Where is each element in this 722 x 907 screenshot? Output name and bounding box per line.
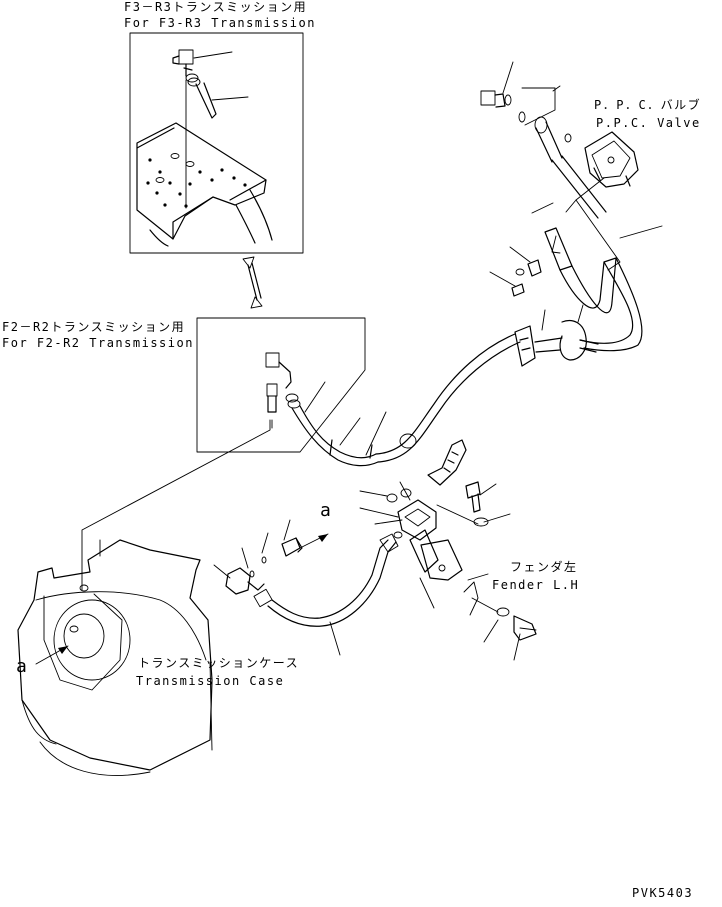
transmission-case-label-jp: トランスミッションケース [138, 656, 300, 670]
bolt-and-washer [436, 481, 511, 527]
clamp-assembly [514, 304, 599, 367]
inset-f3r3-elbow-fitting [172, 49, 249, 209]
fender-bracket [463, 573, 537, 661]
fender-label-jp: フェンダ左 [510, 560, 578, 574]
inset-f3r3-title-jp: F3－R3トランスミッション用 [124, 0, 308, 14]
view-mark-a-lower: a [16, 656, 29, 677]
side-fittings [489, 246, 542, 297]
connector-fitting [427, 439, 467, 486]
inset-f3r3-title-en: For F3-R3 Transmission [124, 16, 316, 30]
lower-small-parts [241, 519, 303, 578]
inset-f3r3-box [129, 32, 304, 254]
ppc-valve-label-en: P.P.C. Valve [596, 116, 701, 130]
leader-lines [81, 419, 271, 591]
inset-f2r2-hose [265, 352, 387, 467]
ppc-valve-label-jp: P．P．C．バルブ [594, 98, 702, 112]
inset-f3r3-valve-block [136, 122, 273, 247]
double-arrow [242, 256, 263, 309]
inset-f2r2-title-jp: F2－R2トランスミッション用 [2, 320, 186, 334]
view-arrow-a-upper [299, 533, 329, 549]
view-mark-a-upper: a [320, 500, 333, 521]
ppc-hose-pair [531, 155, 663, 352]
main-hose-upper [375, 333, 521, 463]
ppc-valve [584, 131, 639, 188]
inset-f2r2-title-en: For F2-R2 Transmission [2, 336, 194, 350]
ppc-fitting-cluster [480, 61, 572, 163]
transmission-case-label-en: Transmission Case [136, 674, 285, 688]
adapter-block [359, 481, 463, 609]
lower-hose [267, 533, 399, 656]
inset-f2r2-box [196, 317, 366, 453]
drawing-code: PVK5403 [632, 886, 694, 900]
view-arrow-a-lower [35, 645, 69, 665]
fender-label-en: Fender L.H [492, 578, 580, 592]
elbow-connector-lower [213, 564, 273, 608]
transmission-case [17, 539, 213, 776]
